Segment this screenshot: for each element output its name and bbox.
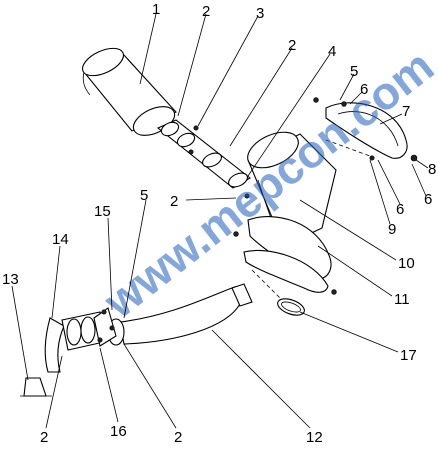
callout-6: 6	[424, 191, 432, 208]
part-17-clamp-ring	[277, 298, 305, 316]
callout-1: 1	[152, 1, 160, 18]
callout-2: 2	[288, 37, 296, 54]
part-11-lower-bracket	[233, 216, 337, 301]
callout-5: 5	[350, 63, 358, 80]
callout-10: 10	[398, 255, 415, 272]
callout-11: 11	[394, 291, 410, 308]
part-1-muffler-body	[81, 47, 177, 136]
part-12-tail-pipe	[119, 283, 253, 345]
callout-15: 15	[94, 203, 111, 220]
callout-4: 4	[328, 43, 336, 60]
upper-pipe-assembly	[156, 119, 251, 199]
part-7-upper-bracket	[313, 97, 418, 162]
callout-13: 13	[2, 271, 19, 288]
callout-14: 14	[52, 231, 69, 248]
callout-12: 12	[306, 429, 323, 446]
part-16-flange	[93, 307, 117, 347]
part-13-pipe-tip	[20, 377, 52, 397]
callout-8: 8	[428, 161, 436, 178]
callout-9: 9	[388, 221, 396, 238]
callout-2: 2	[174, 429, 182, 446]
callout-16: 16	[110, 423, 127, 440]
callout-17: 17	[400, 347, 417, 364]
callout-6: 6	[396, 201, 404, 218]
callout-3: 3	[256, 5, 264, 22]
callout-2: 2	[202, 3, 210, 20]
callout-2: 2	[170, 193, 178, 210]
leader-lines	[11, 13, 429, 429]
callout-2: 2	[40, 429, 48, 446]
callout-6: 6	[360, 81, 368, 98]
callout-5: 5	[140, 187, 148, 204]
callout-7: 7	[402, 103, 410, 120]
